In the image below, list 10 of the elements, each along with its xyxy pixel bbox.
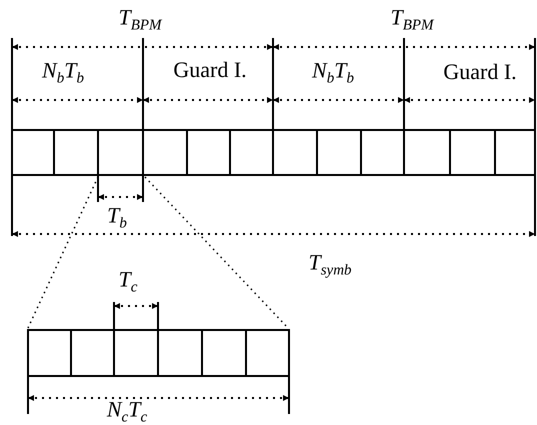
guard-interval-label: Guard I. [173, 59, 247, 81]
duration-label: N$_{c}$T$_{c}$ [106, 398, 148, 425]
period-label: T$_{BPM}$ [118, 6, 162, 34]
duration-label: T$_{b}$ [107, 204, 127, 232]
duration-label: T$_{symb}$ [308, 251, 352, 279]
duration-label: N$_{b}$T$_{b}$ [42, 59, 84, 87]
duration-label: N$_{b}$T$_{b}$ [312, 59, 354, 87]
duration-label: T$_{c}$ [118, 268, 138, 296]
guard-interval-label: Guard I. [443, 61, 517, 83]
period-label: T$_{BPM}$ [390, 6, 434, 34]
